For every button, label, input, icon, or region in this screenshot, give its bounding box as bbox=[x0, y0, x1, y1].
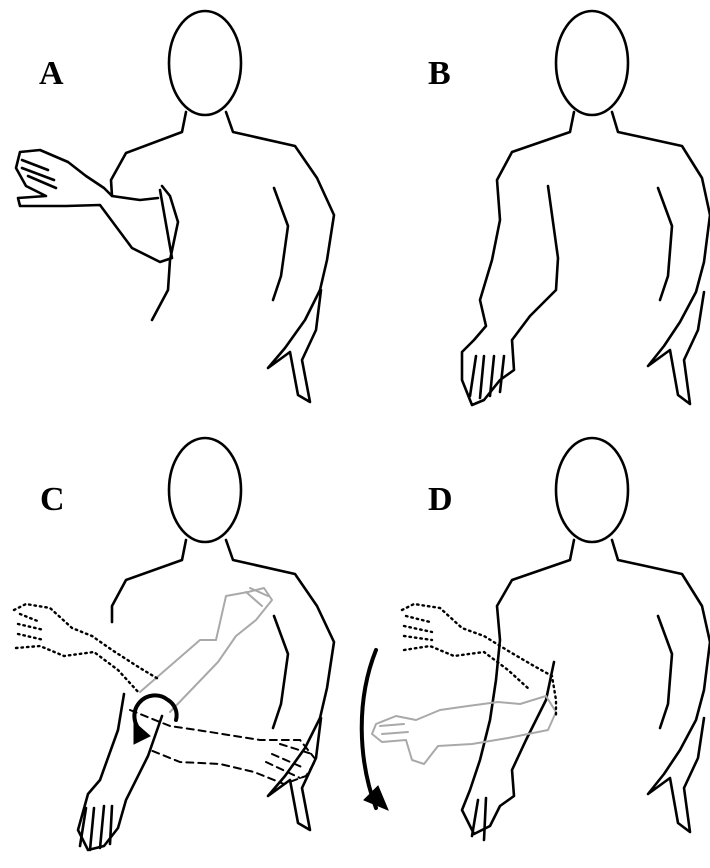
right-arm-outline bbox=[612, 112, 710, 404]
panel-b-drawing bbox=[462, 11, 710, 405]
right-torso-outline bbox=[273, 616, 288, 728]
dotted-arm-start bbox=[14, 604, 160, 694]
curved-arrow-icon bbox=[362, 650, 388, 810]
ghost-hand-fingers bbox=[380, 724, 408, 734]
panel-label-d: D bbox=[428, 483, 453, 517]
head bbox=[556, 438, 628, 542]
right-torso-outline bbox=[658, 188, 672, 300]
head bbox=[169, 438, 241, 542]
right-arm-outline bbox=[612, 540, 710, 832]
left-hand-fingers bbox=[470, 356, 504, 398]
right-arm-outline bbox=[226, 112, 334, 402]
right-arm-outline bbox=[226, 540, 334, 830]
left-arm-outline bbox=[462, 540, 574, 834]
left-torso-outline bbox=[152, 186, 178, 320]
left-arm-outline bbox=[462, 112, 574, 405]
panel-label-a: A bbox=[39, 57, 64, 91]
dotted-hand-fingers bbox=[18, 614, 44, 640]
right-torso-outline bbox=[273, 188, 288, 300]
panel-label-c: C bbox=[40, 483, 65, 517]
head bbox=[556, 11, 628, 115]
raised-hand-fingers bbox=[22, 160, 56, 188]
left-shoulder-outline bbox=[112, 540, 186, 622]
head bbox=[169, 11, 241, 115]
lowered-arm bbox=[78, 694, 162, 850]
left-shoulder-outline bbox=[111, 112, 186, 196]
ghost-arm-raised bbox=[140, 588, 272, 712]
ghost-arm-horizontal bbox=[372, 696, 556, 764]
right-torso-outline bbox=[658, 616, 672, 728]
panel-label-b: B bbox=[428, 57, 451, 91]
panel-d-drawing bbox=[362, 438, 710, 840]
dotted-hand-fingers bbox=[404, 616, 432, 640]
